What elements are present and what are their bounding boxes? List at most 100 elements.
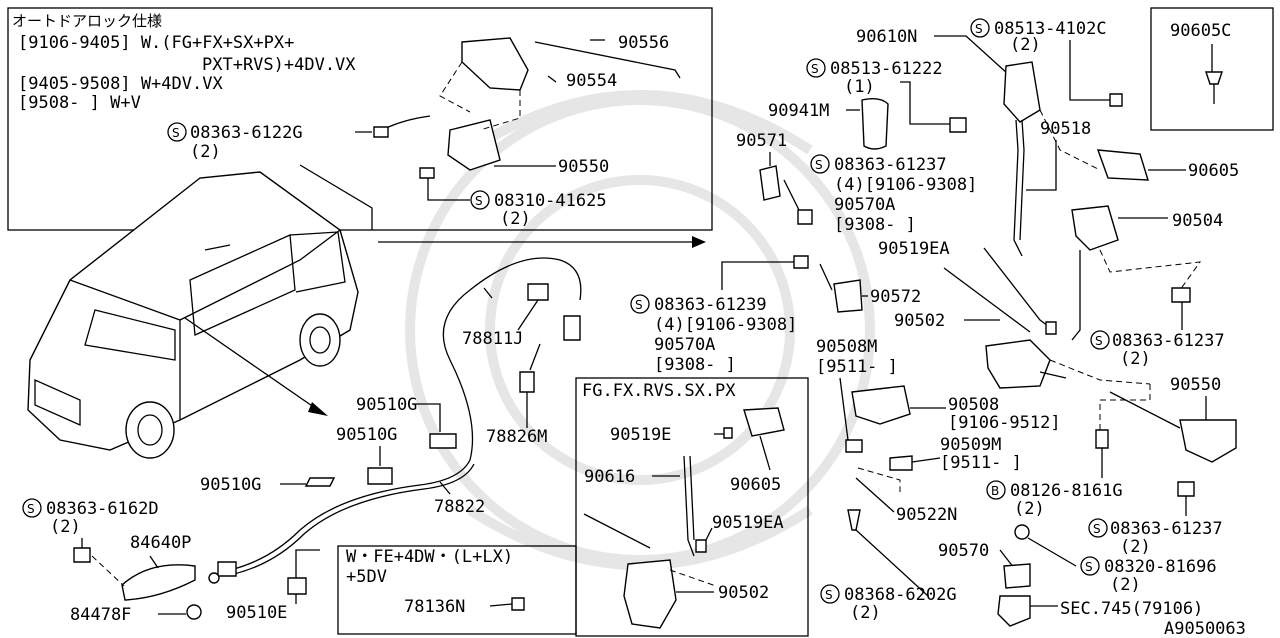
svg-text:S: S: [811, 62, 819, 76]
label-90550-a: 90550: [558, 157, 609, 177]
label-90504: 90504: [1172, 211, 1223, 231]
top-box-parts: [355, 37, 681, 201]
svg-text:B: B: [991, 484, 999, 498]
label-84478f: 84478F: [70, 605, 131, 625]
s-symbol: [167, 122, 187, 142]
label-78136n: 78136N: [404, 597, 465, 617]
label-90510g-b: 90510G: [336, 425, 397, 445]
note-90508: [9106-9512]: [948, 413, 1061, 433]
label-90570: 90570: [938, 541, 989, 561]
label-90510g-c: 90510G: [200, 475, 261, 495]
label-08363-61237-c: 08363-61237: [1110, 519, 1223, 539]
svg-text:S: S: [1093, 522, 1101, 536]
label-90570a-b: 90570A: [654, 335, 715, 355]
diagram-code: A9050063: [1164, 619, 1246, 638]
w-box-line1: W・FE+4DW・(L+LX): [346, 547, 513, 567]
qty-2a: (2): [190, 142, 221, 162]
top-box-leader: [299, 164, 373, 230]
label-08126-8161g: 08126-8161G: [1010, 481, 1123, 501]
label-90522n: 90522N: [896, 505, 957, 525]
label-90572: 90572: [870, 287, 921, 307]
label-90550-b: 90550: [1170, 375, 1221, 395]
label-90510g-a: 90510G: [356, 395, 417, 415]
label-08513-61222: 08513-61222: [830, 59, 943, 79]
label-08363-61239: 08363-61239: [654, 295, 767, 315]
van-arrow: [184, 317, 319, 411]
note-08363-61237-a: (4)[9106-9308]: [834, 175, 977, 195]
svg-text:S: S: [475, 194, 483, 208]
label-90554: 90554: [566, 71, 617, 91]
label-90502-a: 90502: [894, 311, 945, 331]
label-90605: 90605: [1188, 161, 1239, 181]
label-08363-6162d: 08363-6162D: [46, 499, 159, 519]
svg-text:S: S: [635, 298, 643, 312]
top-box-line4: [9508- ] W+V: [18, 93, 141, 113]
label-90556: 90556: [618, 33, 669, 53]
top-box-line3: [9405-9508] W+4DV.VX: [18, 74, 223, 94]
label-90509m: 90509M: [940, 435, 1001, 455]
top-box: [7, 7, 713, 231]
label-90941m: 90941M: [768, 101, 829, 121]
fg-box-content: FG.FX.RVS.SX.PX 90519E 90605 90616 90519…: [582, 381, 785, 629]
label-08363-6122g: 08363-6122G: [190, 123, 303, 143]
label-78822: 78822: [434, 497, 485, 517]
label-78811j: 78811J: [462, 329, 523, 349]
label-08363-61237-b: 08363-61237: [1112, 331, 1225, 351]
label-90519e: 90519E: [610, 425, 671, 445]
label-90616: 90616: [584, 467, 635, 487]
fg-box-heading: FG.FX.RVS.SX.PX: [582, 381, 736, 401]
middle-right-parts: 90610N S 08513-4102C (2) 90605C S 08513-…: [630, 18, 1239, 623]
svg-text:S: S: [172, 126, 180, 140]
label-08368-6202g: 08368-6202G: [844, 585, 957, 605]
svg-text:S: S: [1085, 560, 1093, 574]
label-sec745: SEC.745(79106): [1060, 599, 1203, 619]
top-box-labels: 90556 90554 90550 S 08363-6122G (2) S 08…: [167, 33, 669, 229]
qty-1: (1): [844, 77, 875, 97]
label-90519ea-b: 90519EA: [712, 513, 784, 533]
qty-2f: (2): [1120, 537, 1151, 557]
handle-group: S 08363-6162D (2) 84640P 84478F: [22, 498, 220, 625]
label-90502-b: 90502: [718, 583, 769, 603]
bottom-right-parts: S 08363-61237 (2) 90550 B 08126-8161G (2…: [938, 302, 1246, 638]
fg-box: [575, 377, 809, 637]
label-90518: 90518: [1040, 119, 1091, 139]
label-90510e: 90510E: [226, 603, 287, 623]
van-arrow-head: [308, 402, 328, 416]
cable-assembly: [217, 257, 582, 595]
label-08363-61237-a: 08363-61237: [834, 155, 947, 175]
label-90519ea-a: 90519EA: [878, 239, 950, 259]
label-90610n: 90610N: [856, 27, 917, 47]
top-box-line1: [9106-9405] W.(FG+FX+SX+PX+: [18, 33, 294, 53]
s-symbol: [470, 190, 490, 210]
label-08320-81696: 08320-81696: [1104, 557, 1217, 577]
w-box-content: W・FE+4DW・(L+LX) +5DV 78136N: [346, 547, 525, 617]
svg-text:S: S: [975, 22, 983, 36]
qty-2d: (2): [1120, 349, 1151, 369]
label-08310-41625: 08310-41625: [494, 191, 607, 211]
qty-2b: (2): [500, 209, 531, 229]
top-box-heading: オートドアロック仕様: [12, 12, 162, 30]
note-90570a-a: [9308- ]: [834, 215, 916, 235]
label-08513-4102c: 08513-4102C: [994, 19, 1107, 39]
svg-text:S: S: [815, 158, 823, 172]
label-84640p: 84640P: [130, 533, 191, 553]
van-illustration: [27, 171, 359, 459]
svg-text:S: S: [27, 502, 35, 516]
qty-2i: (2): [50, 517, 81, 537]
top-box-line2: PXT+RVS)+4DV.VX: [202, 55, 356, 75]
label-90508m: 90508M: [816, 337, 877, 357]
qty-2c: (2): [1010, 35, 1041, 55]
label-90605-b: 90605: [730, 475, 781, 495]
qty-2h: (2): [850, 603, 881, 623]
cable-labels: 78811J 78826M 78822 90510G 90510G 90510G…: [200, 299, 547, 623]
note-90509m: [9511- ]: [940, 453, 1022, 473]
note-90508m: [9511- ]: [816, 357, 898, 377]
w-box: [337, 545, 577, 635]
w-box-line2: +5DV: [346, 567, 387, 587]
label-78826m: 78826M: [486, 427, 547, 447]
label-90570a-a: 90570A: [834, 195, 895, 215]
arrow-head: [692, 236, 706, 248]
note-90570a-b: [9308- ]: [654, 355, 736, 375]
qty-2g: (2): [1110, 575, 1141, 595]
